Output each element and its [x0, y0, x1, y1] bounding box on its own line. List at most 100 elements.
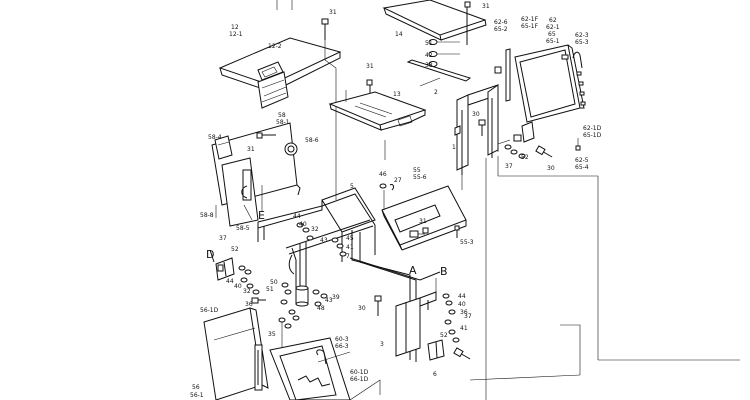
label-44-c: 44: [458, 293, 466, 300]
label-55: 55: [413, 167, 421, 174]
label-62-5: 62-5: [575, 157, 589, 164]
bracket-d: [209, 249, 266, 304]
top-plate-14: [382, 0, 487, 45]
label-58-5: 58-5: [236, 225, 250, 232]
label-56-1d: 56-1D: [200, 307, 219, 314]
bolt-31-side: [256, 132, 276, 139]
cover-plate-12: [218, 37, 342, 109]
label-3: 3: [380, 341, 384, 348]
label-6: 6: [433, 371, 437, 378]
label-46: 46: [379, 171, 387, 178]
label-41-a: 41: [346, 244, 354, 251]
label-40-a: 40: [299, 221, 307, 228]
label-51: 51: [425, 40, 433, 47]
label-14: 14: [395, 31, 403, 38]
label-45: 45: [346, 235, 354, 242]
label-58-4: 58-4: [208, 134, 222, 141]
label-D: D: [206, 248, 214, 261]
label-52-b: 52: [231, 246, 239, 253]
label-55-6: 55-6: [413, 174, 427, 181]
washer-stack: [428, 39, 460, 67]
label-62: 62: [549, 17, 557, 24]
label-31-c: 31: [482, 3, 490, 10]
label-50: 50: [270, 279, 278, 286]
label-44-b: 44: [226, 278, 234, 285]
label-44-a: 44: [293, 213, 301, 220]
label-12-1: 12-1: [229, 31, 243, 38]
label-48: 48: [317, 305, 325, 312]
label-31-b: 31: [366, 63, 374, 70]
label-B: B: [440, 265, 448, 278]
label-42: 42: [425, 52, 433, 59]
label-43-b: 43: [325, 297, 333, 304]
label-58: 58: [278, 112, 286, 119]
label-31-d: 31: [247, 146, 255, 153]
label-2: 2: [434, 89, 438, 96]
frame-1: [454, 84, 499, 190]
label-32-b: 32: [243, 288, 251, 295]
label-7: 7: [346, 253, 350, 260]
hinge-62-1d: [497, 121, 535, 145]
label-A: A: [409, 264, 417, 277]
panel-55: [381, 185, 467, 251]
label-31-top: 31: [329, 9, 337, 16]
label-58-6: 58-6: [305, 137, 319, 144]
bar-62-6: [505, 48, 511, 102]
panel-60: [269, 337, 351, 400]
label-52-c: 52: [440, 332, 448, 339]
label-65-1d: 65-1D: [583, 132, 602, 139]
bolt-30-ab: [374, 295, 382, 316]
label-30-b: 30: [547, 165, 555, 172]
label-66-1d: 66-1D: [350, 376, 369, 383]
panel-56: [203, 307, 269, 400]
label-58-8: 58-8: [200, 212, 214, 219]
label-37-c: 37: [464, 313, 472, 320]
label-55-3: 55-3: [460, 239, 474, 246]
label-62-1d: 62-1D: [583, 125, 602, 132]
label-E: E: [258, 209, 265, 222]
label-12: 12: [231, 24, 239, 31]
bolt-31-panel: [422, 227, 429, 234]
label-37-a: 37: [505, 163, 513, 170]
label-52-a: 52: [521, 154, 529, 161]
label-58-1: 58-1: [276, 119, 290, 126]
label-60-1d: 60-1D: [350, 369, 369, 376]
label-30-a: 30: [472, 111, 480, 118]
label-56: 56: [192, 384, 200, 391]
label-27: 27: [394, 177, 402, 184]
label-36: 36: [245, 301, 253, 308]
label-65-1f: 65-1F: [521, 23, 539, 30]
bolt-30-frame: [478, 119, 486, 136]
rod-2: [406, 59, 472, 87]
label-1: 1: [452, 144, 456, 151]
label-35: 35: [268, 331, 276, 338]
label-65-2: 65-2: [494, 26, 508, 33]
label-60-3: 60-3: [335, 336, 349, 343]
label-65-1: 65-1: [546, 38, 560, 45]
label-5: 5: [350, 183, 354, 190]
label-36-b: 36: [460, 309, 468, 316]
label-37-b: 37: [219, 235, 227, 242]
label-66-3: 66-3: [335, 343, 349, 350]
label-51-b: 51: [266, 286, 274, 293]
label-32-a: 32: [311, 226, 319, 233]
label-56-1: 56-1: [190, 392, 204, 399]
label-39: 39: [332, 294, 340, 301]
label-12-2: 12-2: [268, 43, 282, 50]
label-40-b: 40: [234, 283, 242, 290]
cylinder-50: [280, 282, 328, 307]
hardware-left: [296, 222, 347, 257]
label-62-6: 62-6: [494, 19, 508, 26]
part-labels: 31 12 12-1 12-2 31 1 3 31 14 51 42 38 2 6…: [190, 3, 602, 399]
label-31-e: 31: [419, 218, 427, 225]
side-panel-58: [211, 122, 301, 227]
bolt-31-top: [321, 18, 329, 40]
label-65-4: 65-4: [575, 164, 589, 171]
label-62-1f: 62-1F: [521, 16, 539, 23]
label-38: 38: [425, 62, 433, 69]
main-frame-5: [257, 187, 441, 362]
label-30-c: 30: [358, 305, 366, 312]
bolt-55-3: [454, 225, 460, 238]
